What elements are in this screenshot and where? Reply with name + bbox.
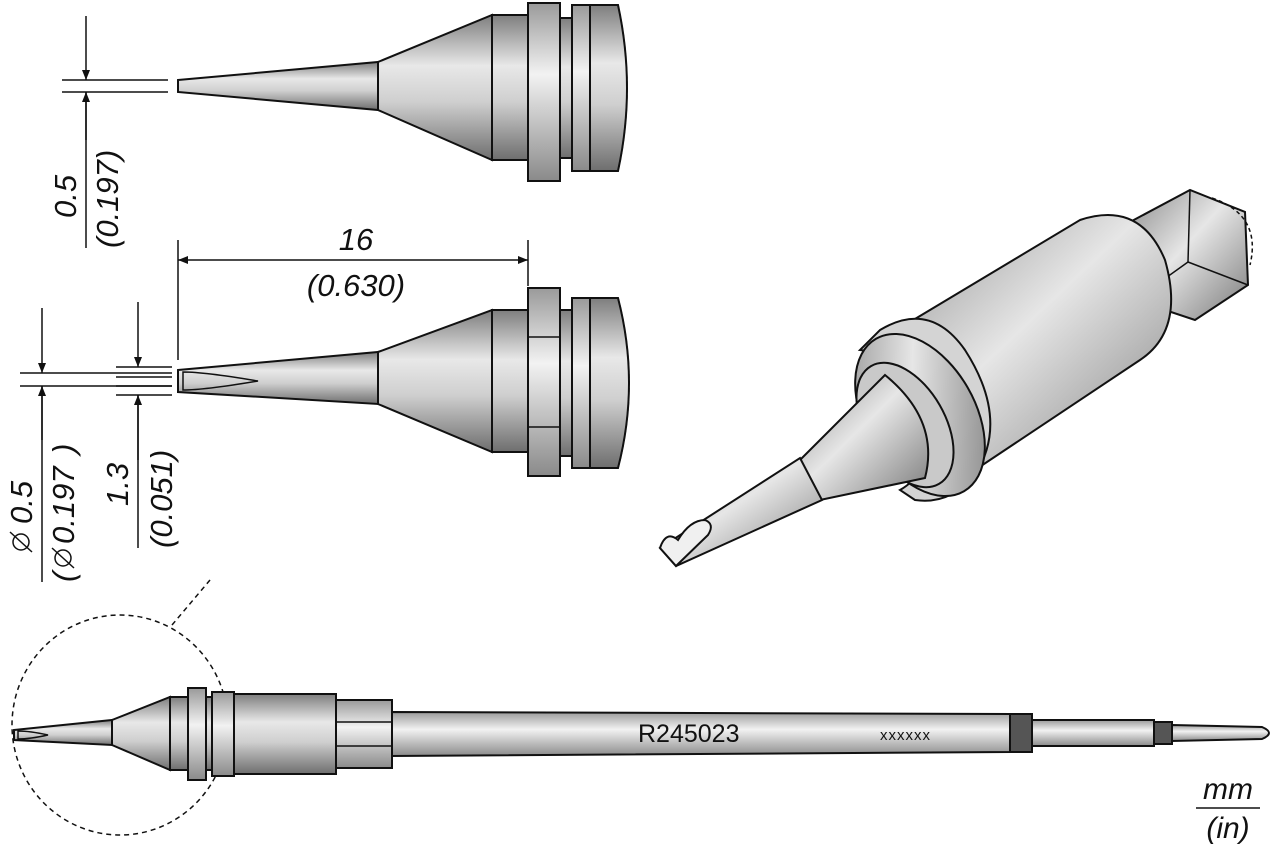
tip-ring-top xyxy=(571,4,591,172)
dim-top-in: (0.197) xyxy=(90,150,125,248)
tip-ring-front xyxy=(571,297,591,469)
dim-top-mm: 0.5 xyxy=(48,174,83,218)
units-legend: mm (in) xyxy=(1196,773,1260,845)
tip-shank-top xyxy=(177,60,379,112)
svg-text:(: ( xyxy=(46,569,81,582)
break-line-top xyxy=(617,4,628,172)
dimension-length: 16 (0.630) xyxy=(177,222,529,360)
cartridge-pin xyxy=(1171,723,1270,743)
part-number: R245023 xyxy=(638,720,739,748)
unit-in: (in) xyxy=(1206,812,1249,845)
cartridge-rear-shaft xyxy=(1031,719,1155,747)
dim-depth-mm: 1.3 xyxy=(100,463,135,506)
tip-hex-front xyxy=(527,287,561,477)
chisel-face xyxy=(182,371,259,391)
cartridge-tip xyxy=(13,718,113,747)
iso-cone xyxy=(798,373,930,502)
tip-shank-front xyxy=(177,350,379,406)
tip-collar-front xyxy=(491,309,529,453)
cartridge-band xyxy=(1009,713,1033,753)
tip-body-front xyxy=(589,297,630,469)
tip-flange-top xyxy=(527,2,561,182)
cartridge-hex xyxy=(335,699,393,769)
iso-chisel-face xyxy=(658,518,712,568)
tip-front-view xyxy=(177,287,630,477)
tip-isometric-view xyxy=(658,188,1254,568)
unit-mm: mm xyxy=(1203,773,1253,806)
dim-depth-in: (0.051) xyxy=(144,450,179,548)
dimension-depth: 1.3 (0.051) xyxy=(100,302,179,548)
tip-top-view xyxy=(177,2,628,182)
dim-diameter-mm: 0.5 xyxy=(4,480,39,524)
lot-code: xxxxxx xyxy=(880,727,931,744)
dim-diameter-in: 0.197 xyxy=(46,465,81,544)
tip-cone-top xyxy=(377,13,493,162)
iso-break-line xyxy=(1211,197,1254,266)
tip-cone-front xyxy=(377,308,493,454)
dimension-top-width: 0.5 (0.197) xyxy=(48,16,168,248)
dim-length-mm: 16 xyxy=(339,222,374,257)
cartridge-full-view: R245023 xxxxxx xyxy=(11,579,1270,836)
cartridge-flange xyxy=(187,687,207,781)
break-line-front xyxy=(617,297,630,469)
dimension-diameter: 0.5 ( 0.197 ) xyxy=(4,308,172,582)
dim-length-in: (0.630) xyxy=(307,268,405,303)
svg-text:): ) xyxy=(46,444,81,458)
tip-body-top xyxy=(589,4,628,172)
cartridge-cone xyxy=(111,695,171,772)
cartridge-body xyxy=(233,693,337,775)
detail-leader xyxy=(171,579,211,626)
tip-groove-top xyxy=(559,17,573,159)
tip-groove-front xyxy=(559,309,573,457)
tip-collar-top xyxy=(491,14,529,161)
cartridge-contact-band xyxy=(1153,721,1173,745)
